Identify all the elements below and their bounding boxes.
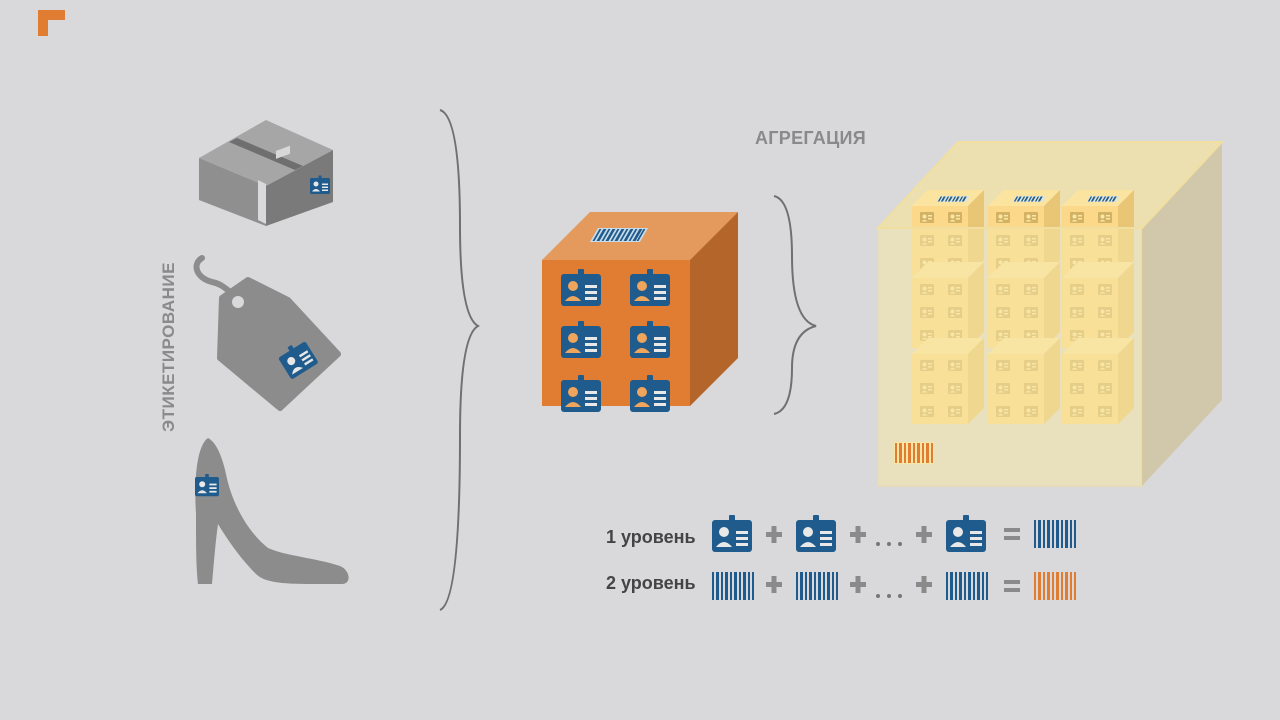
barcode-icon [712, 572, 754, 600]
right-curly-brace [773, 195, 817, 415]
id-badge-icon [712, 515, 752, 552]
barcode-icon [796, 572, 838, 600]
orange-box-icon [542, 212, 738, 412]
id-badge-icon [946, 515, 986, 552]
barcode-icon [1034, 520, 1076, 548]
barcode-icon [946, 572, 988, 600]
corner-logo-icon [38, 10, 65, 36]
pallet-barcode-icon [894, 442, 934, 464]
high-heel-shoe-icon [195, 438, 349, 584]
gray-box-icon [199, 120, 333, 226]
level-1-formula [712, 515, 1076, 552]
id-badge-icon [796, 515, 836, 552]
aggregation-title: АГРЕГАЦИЯ [755, 128, 867, 148]
pallet-icon [875, 141, 1225, 487]
left-curly-brace [439, 109, 481, 611]
level-2-label: 2 уровень [606, 573, 696, 593]
level-2-formula [712, 572, 1076, 600]
price-tag-icon [193, 255, 341, 411]
level-1-label: 1 уровень [606, 527, 696, 547]
barcode-icon [1034, 572, 1076, 600]
